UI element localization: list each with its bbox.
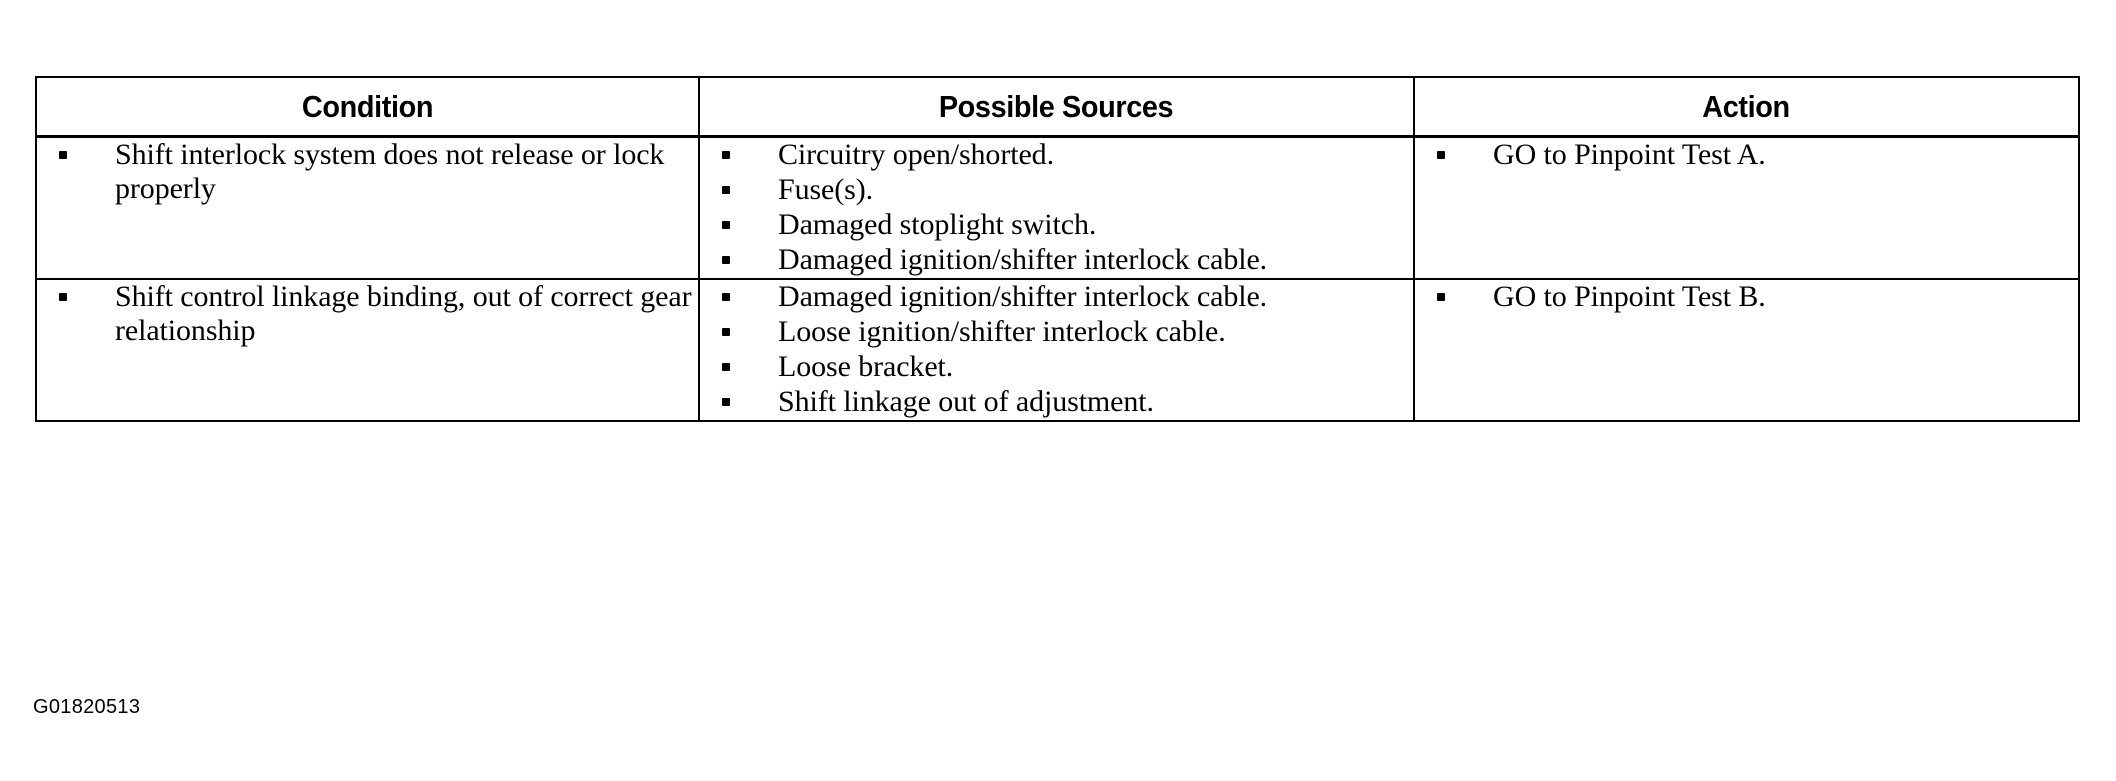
list-item: Damaged ignition/shifter interlock cable… xyxy=(700,280,1413,314)
column-header-action-label: Action xyxy=(1702,89,1791,124)
list-item-text: Fuse(s). xyxy=(778,173,874,206)
square-bullet-icon xyxy=(1437,293,1445,301)
list-item-text: Damaged ignition/shifter interlock cable… xyxy=(778,280,1268,313)
list-item-text: Shift interlock system does not release … xyxy=(115,138,665,205)
figure-id-label: G01820513 xyxy=(33,696,141,718)
cell-possible-sources: Circuitry open/shorted. Fuse(s). Damaged… xyxy=(698,135,1415,280)
table-header-row: Condition Possible Sources Action xyxy=(35,76,2080,138)
action-list: GO to Pinpoint Test B. xyxy=(1415,280,2078,314)
list-item-text: GO to Pinpoint Test A. xyxy=(1493,138,1766,171)
list-item: Damaged stoplight switch. xyxy=(700,208,1413,242)
list-item: Shift linkage out of adjustment. xyxy=(700,385,1413,419)
column-header-possible-sources-label: Possible Sources xyxy=(939,89,1174,124)
cell-condition: Shift interlock system does not release … xyxy=(35,135,700,280)
square-bullet-icon xyxy=(722,363,730,371)
condition-list: Shift interlock system does not release … xyxy=(37,138,698,206)
list-item: Shift control linkage binding, out of co… xyxy=(37,280,698,348)
list-item-text: Shift control linkage binding, out of co… xyxy=(115,280,692,347)
square-bullet-icon xyxy=(59,151,67,159)
possible-sources-list: Damaged ignition/shifter interlock cable… xyxy=(700,280,1413,419)
list-item: Loose ignition/shifter interlock cable. xyxy=(700,315,1413,349)
square-bullet-icon xyxy=(59,293,67,301)
list-item: Circuitry open/shorted. xyxy=(700,138,1413,172)
square-bullet-icon xyxy=(722,256,730,264)
square-bullet-icon xyxy=(722,328,730,336)
list-item-text: Shift linkage out of adjustment. xyxy=(778,385,1154,418)
column-header-condition: Condition xyxy=(35,76,700,138)
list-item: Damaged ignition/shifter interlock cable… xyxy=(700,243,1413,277)
list-item-text: Circuitry open/shorted. xyxy=(778,138,1054,171)
square-bullet-icon xyxy=(722,398,730,406)
condition-list: Shift control linkage binding, out of co… xyxy=(37,280,698,348)
square-bullet-icon xyxy=(1437,151,1445,159)
list-item: Loose bracket. xyxy=(700,350,1413,384)
list-item-text: GO to Pinpoint Test B. xyxy=(1493,280,1766,313)
list-item-text: Damaged ignition/shifter interlock cable… xyxy=(778,243,1268,276)
table-row: Shift control linkage binding, out of co… xyxy=(35,278,2080,422)
column-header-condition-label: Condition xyxy=(301,89,434,124)
square-bullet-icon xyxy=(722,186,730,194)
column-header-action: Action xyxy=(1413,76,2080,138)
list-item-text: Loose bracket. xyxy=(778,350,954,383)
cell-condition: Shift control linkage binding, out of co… xyxy=(35,278,700,422)
list-item: Fuse(s). xyxy=(700,173,1413,207)
square-bullet-icon xyxy=(722,221,730,229)
square-bullet-icon xyxy=(722,151,730,159)
list-item-text: Damaged stoplight switch. xyxy=(778,208,1097,241)
list-item-text: Loose ignition/shifter interlock cable. xyxy=(778,315,1226,348)
action-list: GO to Pinpoint Test A. xyxy=(1415,138,2078,172)
cell-action: GO to Pinpoint Test B. xyxy=(1413,278,2080,422)
column-header-possible-sources: Possible Sources xyxy=(698,76,1415,138)
diagnostic-table: Condition Possible Sources Action Shift … xyxy=(35,76,2080,422)
possible-sources-list: Circuitry open/shorted. Fuse(s). Damaged… xyxy=(700,138,1413,277)
list-item: Shift interlock system does not release … xyxy=(37,138,698,206)
list-item: GO to Pinpoint Test A. xyxy=(1415,138,2078,172)
square-bullet-icon xyxy=(722,293,730,301)
cell-possible-sources: Damaged ignition/shifter interlock cable… xyxy=(698,278,1415,422)
cell-action: GO to Pinpoint Test A. xyxy=(1413,135,2080,280)
table-row: Shift interlock system does not release … xyxy=(35,135,2080,280)
list-item: GO to Pinpoint Test B. xyxy=(1415,280,2078,314)
